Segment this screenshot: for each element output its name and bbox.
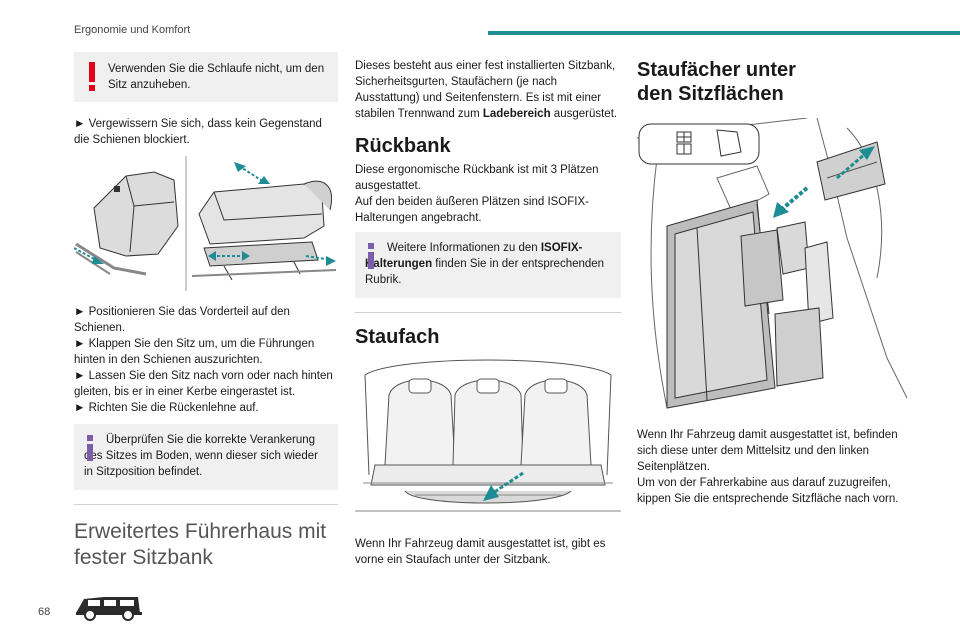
seat-folding-illustration [73,156,337,291]
step-slide-seat: ► Lassen Sie den Sitz nach vorn oder nac… [74,370,333,398]
bench-storage-illustration [355,359,621,512]
info-icon [368,243,374,269]
column-middle: Dieses besteht aus einer fest installier… [355,48,621,568]
section-divider [74,504,338,505]
rueckbank-text-isofix: Auf den beiden äußeren Plätzen sind ISOF… [355,196,589,224]
van-silhouette-icon [76,597,142,621]
step-fold-seat: ► Klappen Sie den Sitz um, um die Führun… [74,338,315,366]
info-box-isofix: Weitere Informationen zu den ISOFIX-Halt… [355,232,621,298]
staufach-text: Wenn Ihr Fahrzeug damit ausgestattet ist… [355,538,606,566]
step-position-front: ► Positionieren Sie das Vorderteil auf d… [74,306,290,334]
info-icon [87,435,93,461]
warning-icon [89,62,95,91]
column-right: Staufächer unter den Sitzflächen [636,52,909,507]
underseat-storage-illustration [636,117,908,409]
section-heading-staufach: Staufach [355,326,440,348]
section-heading-underseat-storage: Staufächer unter den Sitzflächen [637,59,796,105]
section-heading-extended-cab: Erweitertes Führerhaus mit fester Sitzba… [74,520,327,569]
step-check-rails: ► Vergewissern Sie sich, dass kein Gegen… [74,118,322,146]
tilted-seat-drawing [816,141,886,201]
rueckbank-text-seats: Diese ergonomische Rückbank ist mit 3 Pl… [355,164,599,192]
info-text-anchoring: Überprüfen Sie die korrekte Verankerung … [84,434,318,478]
step-raise-backrest: ► Richten Sie die Rückenlehne auf. [74,402,259,414]
column-left: Verwenden Sie die Schlaufe nicht, um den… [73,52,338,626]
storage-trays [666,199,834,409]
extended-cab-intro: Dieses besteht aus einer fest installier… [355,60,618,120]
info-text-isofix: Weitere Informationen zu den ISOFIX-Halt… [365,242,605,286]
warning-box: Verwenden Sie die Schlaufe nicht, um den… [74,52,338,102]
seat-on-rails-drawing [191,162,337,281]
vehicle-topview-icon [638,123,760,165]
section-divider [355,312,621,313]
page-number: 68 [38,606,51,618]
info-box-anchoring: Überprüfen Sie die korrekte Verankerung … [74,424,338,490]
warning-text: Verwenden Sie die Schlaufe nicht, um den… [108,63,325,91]
page-header-text: Ergonomie und Komfort [74,24,191,36]
folded-seat-drawing [73,171,179,276]
underseat-storage-text-location: Wenn Ihr Fahrzeug damit ausgestattet ist… [637,429,898,473]
underseat-storage-text-access: Um von der Fahrerkabine aus darauf zuzug… [637,477,899,505]
section-heading-rueckbank: Rückbank [355,135,451,157]
header-accent-bar [488,31,960,35]
